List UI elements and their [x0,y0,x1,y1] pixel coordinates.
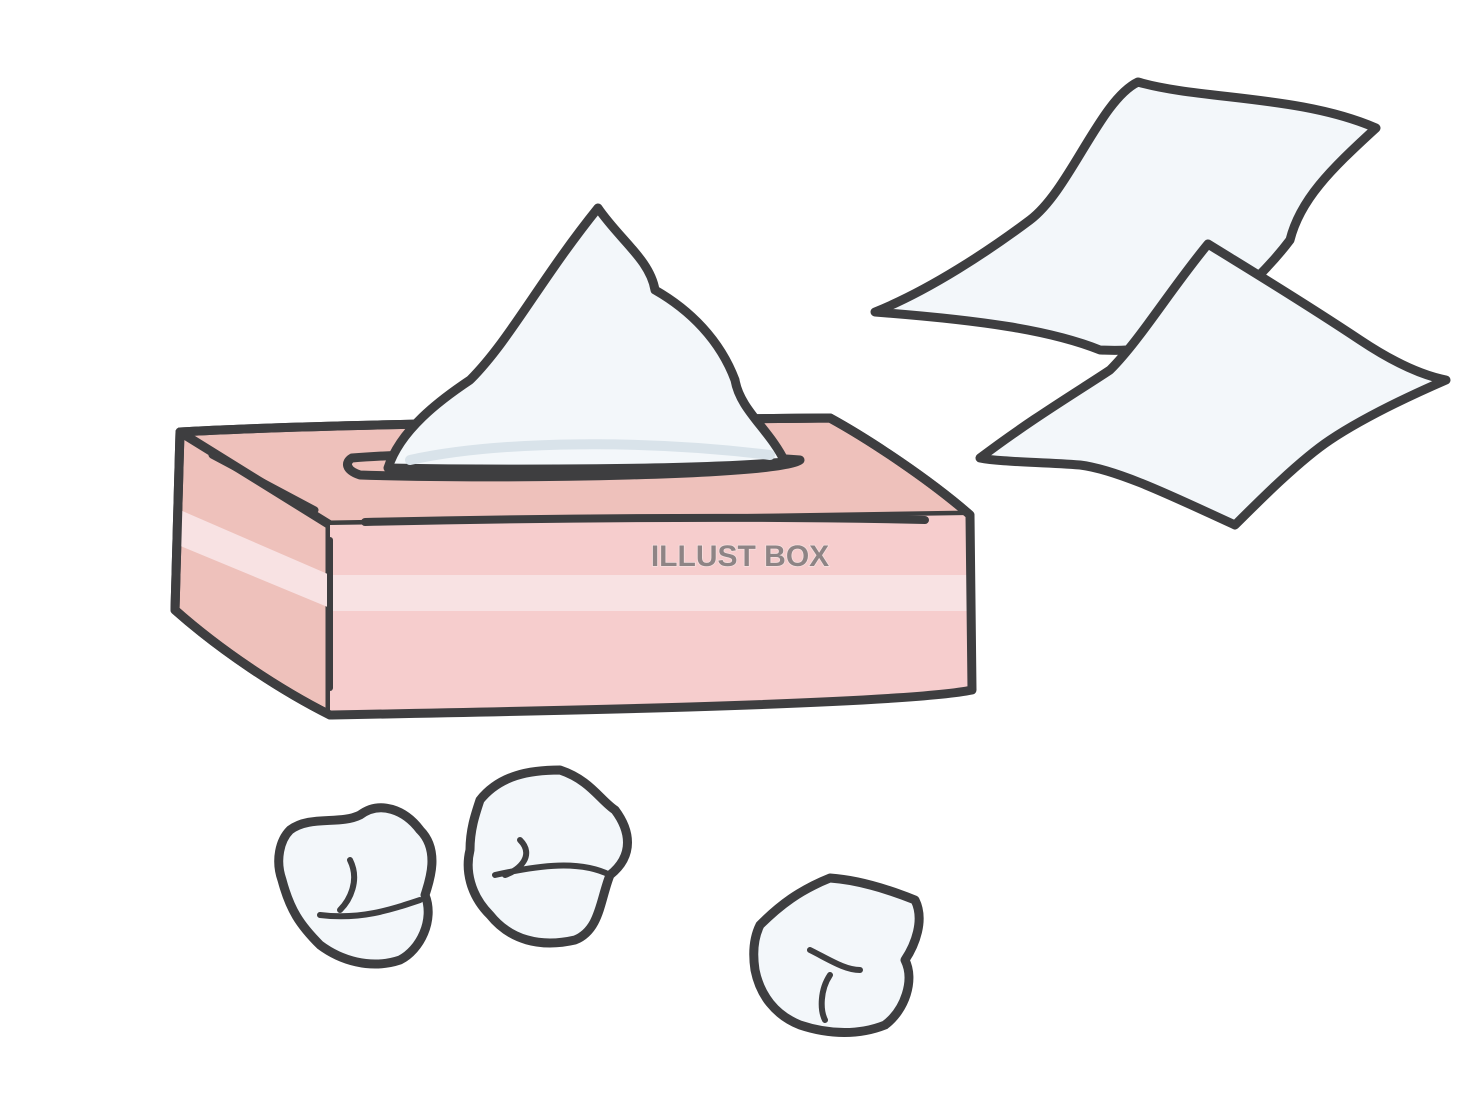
box-stripe [332,575,970,611]
watermark-text: ILLUST BOX [651,540,829,573]
tissue-box-front [330,515,972,715]
pulled-tissue [383,203,790,474]
crumpled-tissue [463,765,632,948]
crumpled-tissue [749,873,924,1037]
loose-tissue-sheet [975,239,1451,530]
